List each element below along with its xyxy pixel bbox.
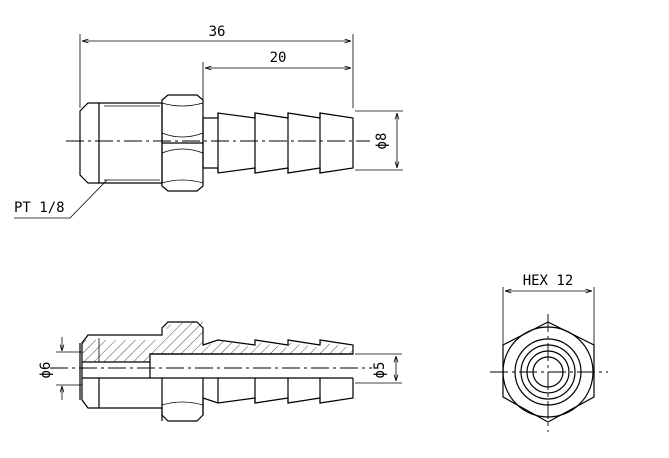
side-view: 36 20 ϕ8 PT 1/8 bbox=[14, 24, 403, 219]
dim-36-label: 36 bbox=[209, 24, 226, 40]
dim-phi8-label: ϕ8 bbox=[374, 133, 390, 150]
dim-phi6-label: ϕ6 bbox=[38, 362, 54, 379]
section-view: ϕ6 ϕ5 bbox=[38, 320, 402, 422]
dim-20-label: 20 bbox=[270, 50, 287, 66]
thread-label: PT 1/8 bbox=[14, 200, 65, 216]
end-view: HEX 12 bbox=[490, 273, 608, 432]
hex-label: HEX 12 bbox=[523, 273, 574, 289]
dim-phi5-label: ϕ5 bbox=[372, 362, 388, 379]
